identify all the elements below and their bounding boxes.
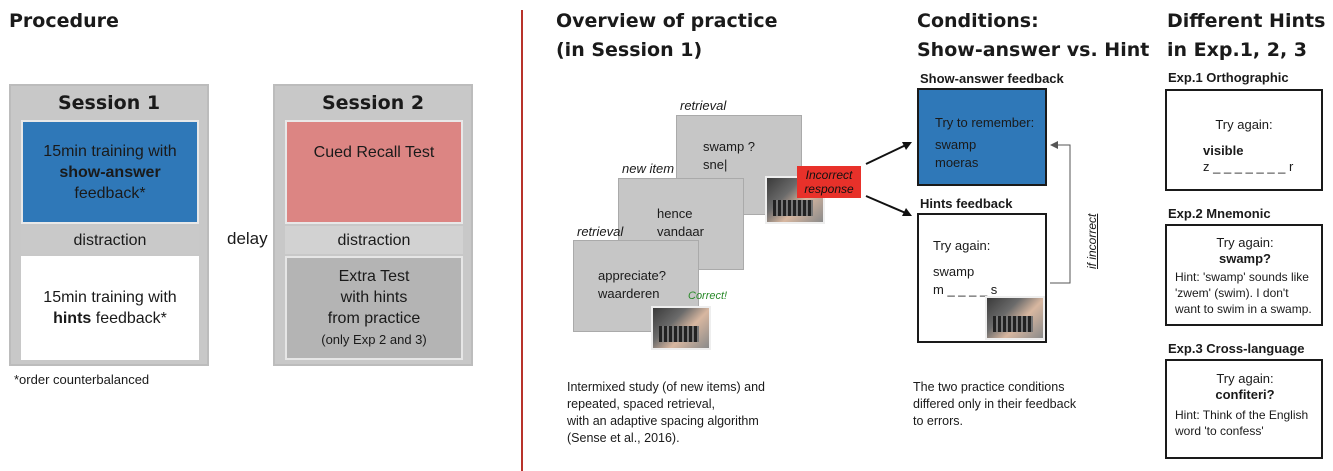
retrieval-label-bottom: retrieval [577, 224, 624, 239]
block2-bold: hints [53, 310, 92, 327]
exp1-box: Try again: visible z _ _ _ _ _ _ _ r [1165, 89, 1323, 191]
cued-recall-block: Cued Recall Test [285, 120, 463, 224]
session-1-title: Session 1 [57, 92, 161, 114]
correct-label: Correct! [688, 290, 728, 302]
new-item-label: new item [622, 161, 675, 176]
overview-heading-line1: Overview of practice [556, 10, 778, 32]
extra-note: (only Exp 2 and 3) [321, 332, 427, 347]
overview-heading-line2: (in Session 1) [556, 39, 703, 61]
hints-heading-line2: in Exp.1, 2, 3 [1167, 39, 1308, 61]
exp2-hint: Hint: 'swamp' sounds like 'zwem' (swim).… [1175, 270, 1312, 316]
distraction-label-2: distraction [337, 231, 411, 249]
section-divider [521, 10, 523, 471]
exp1-bold: visible [1203, 143, 1244, 158]
arrow-down-head [902, 208, 912, 216]
show-answer-line1: Try to remember: [935, 115, 1035, 130]
card-bottom-line2: waarderen [598, 286, 660, 301]
arrow-down-line [865, 195, 909, 215]
delay-label: delay [227, 229, 268, 248]
incorrect-line2: response [804, 182, 854, 196]
conditions-heading-line1: Conditions: [917, 10, 1039, 32]
incorrect-line1: Incorrect [805, 168, 853, 182]
overview-description: Intermixed study (of new items) and repe… [567, 379, 765, 447]
block1-line3: feedback* [74, 184, 146, 202]
card-top-line2: sne| [703, 157, 728, 172]
hints-line1: Try again: [933, 238, 991, 253]
show-answer-training-block: 15min training with show-answer feedback… [21, 120, 199, 224]
arrow-up-line [865, 143, 909, 165]
extra-line3: from practice [327, 310, 421, 327]
extra-line2: with hints [340, 289, 408, 306]
exp3-title: Exp.3 Cross-language [1168, 341, 1305, 356]
overview-desc-line-3: with an adaptive spacing algorithm [567, 414, 759, 428]
card-bottom-line1: appreciate? [598, 268, 666, 283]
hints-feedback-box: Try again: swamp m _ _ _ _ s [917, 213, 1047, 343]
cond-desc-line-1: The two practice conditions [913, 380, 1065, 394]
session-1-distraction: distraction [21, 226, 199, 254]
hints-heading-line1: Different Hints [1167, 10, 1326, 32]
incorrect-response-badge: Incorrect response [797, 166, 861, 198]
block2-rest: feedback* [91, 310, 167, 327]
show-answer-label: Show-answer feedback [920, 71, 1064, 86]
block2-line1: 15min training with [43, 289, 177, 306]
cued-recall-label: Cued Recall Test [313, 144, 435, 161]
footnote: *order counterbalanced [14, 372, 150, 387]
distraction-label: distraction [73, 231, 147, 249]
session-2-distraction: distraction [285, 226, 463, 254]
block1-bold: show-answer [59, 163, 161, 181]
cond-desc-line-3: to errors. [913, 414, 964, 428]
exp2-title: Exp.2 Mnemonic [1168, 206, 1271, 221]
hints-line3: m _ _ _ _ s [933, 282, 998, 297]
conditions-heading-line2: Show-answer vs. Hint [917, 39, 1150, 61]
exp1-line3: z _ _ _ _ _ _ _ r [1203, 159, 1294, 174]
exp3-hint: Hint: Think of the English word 'to conf… [1175, 408, 1309, 438]
new-item-line2: vandaar [657, 224, 704, 239]
overview-desc-line-2: repeated, spaced retrieval, [567, 397, 716, 411]
new-item-line1: hence [657, 206, 693, 221]
extra-line1: Extra Test [338, 268, 410, 285]
show-answer-line3: moeras [935, 155, 979, 170]
photo-keyboard-hints [985, 296, 1045, 340]
extra-test-block: Extra Test with hints from practice (onl… [285, 256, 463, 360]
exp3-box: Try again: confiteri? Hint: Think of the… [1165, 359, 1323, 459]
if-incorrect-label: if incorrect [1085, 213, 1099, 269]
exp1-line1: Try again: [1215, 117, 1273, 132]
exp2-bold: swamp? [1218, 251, 1271, 266]
session-1-box: Session 1 15min training with show-answe… [9, 84, 209, 366]
retrieval-label-top: retrieval [680, 98, 727, 113]
show-answer-box: Try to remember: swamp moeras [917, 88, 1047, 186]
overview-desc-line-4: (Sense et al., 2016). [567, 431, 680, 445]
loop-line [1050, 144, 1071, 284]
session-2-box: Session 2 Cued Recall Test distraction E… [273, 84, 473, 366]
show-answer-line2: swamp [935, 137, 977, 152]
block1-line1: 15min training with [43, 142, 177, 160]
conditions-description: The two practice conditions differed onl… [913, 379, 1076, 430]
if-incorrect-loop [1050, 141, 1071, 284]
exp1-title: Exp.1 Orthographic [1168, 70, 1289, 85]
overview-desc-line-1: Intermixed study (of new items) and [567, 380, 765, 394]
session-2-title: Session 2 [321, 92, 425, 114]
procedure-heading: Procedure [9, 10, 119, 32]
photo-keyboard-bottom [651, 306, 711, 350]
arrows-graphic [865, 142, 912, 216]
exp3-line1: Try again: [1216, 371, 1274, 386]
loop-arrow-head [1050, 141, 1058, 149]
exp2-line1: Try again: [1216, 235, 1274, 250]
card-top-line1: swamp ? [703, 139, 756, 154]
exp2-box: Try again: swamp? Hint: 'swamp' sounds l… [1165, 224, 1323, 326]
exp3-bold: confiteri? [1215, 387, 1275, 402]
arrow-up-head [902, 142, 912, 150]
hints-line2: swamp [933, 264, 975, 279]
hints-training-block: 15min training with hints feedback* [21, 256, 199, 360]
hints-feedback-label: Hints feedback [920, 196, 1013, 211]
cond-desc-line-2: differed only in their feedback [913, 397, 1077, 411]
